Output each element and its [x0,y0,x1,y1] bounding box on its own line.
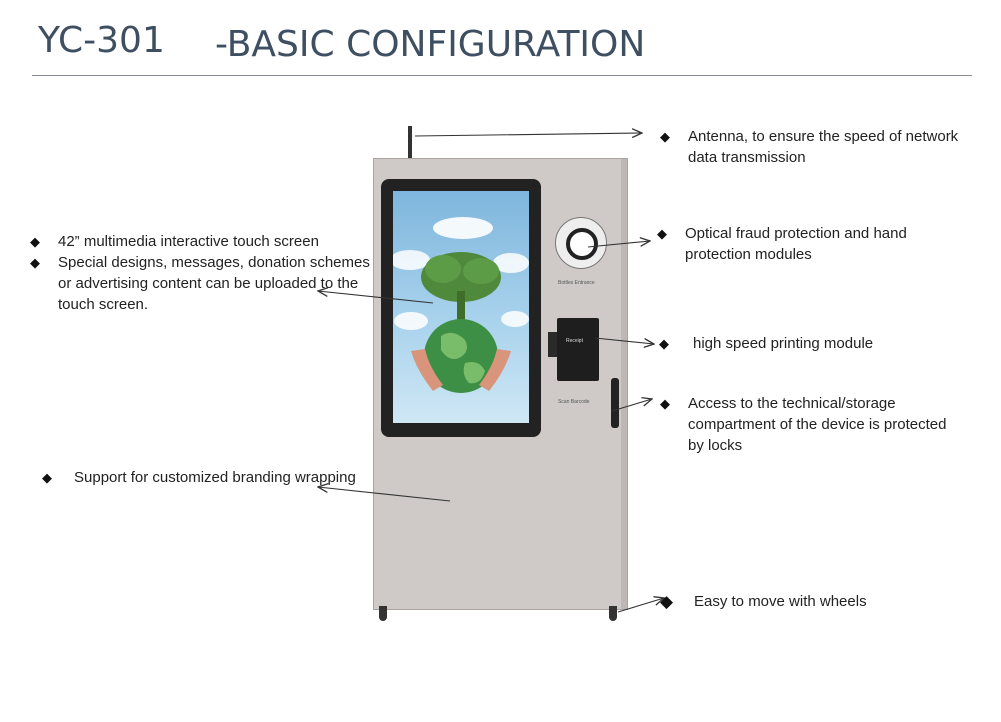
receipt-printer [557,318,599,381]
callout-optical-line1: Optical fraud protection and hand [685,225,907,242]
callout-optical: ◆ Optical fraud protection and hand prot… [657,223,907,265]
callout-antenna-line2: data transmission [688,149,806,166]
callout-access-line3: by locks [688,437,743,454]
arrow-antenna [414,133,642,136]
wheel-right [609,606,617,621]
callout-screen-bullet1: 42” multimedia interactive touch screen [58,233,319,250]
printer-slot [548,332,558,357]
printer-label: Receipt [566,338,583,344]
callout-access: ◆ Access to the technical/storage compar… [660,393,946,456]
callout-wheels: ◆ Easy to move with wheels [660,591,867,612]
callout-printer: ◆ high speed printing module [659,333,873,354]
callout-antenna-line1: Antenna, to ensure the speed of network [688,128,959,145]
model-name: YC-301 [38,20,165,61]
callout-screen-bullet2-line1: Special designs, messages, donation sche… [58,254,370,271]
touch-screen-display [393,191,529,423]
diamond-bullet-icon: ◆ [30,255,40,270]
callout-printer-line1: high speed printing module [693,335,874,352]
callout-optical-line2: protection modules [685,246,812,263]
antenna-illustration [408,126,412,159]
wheel-left [379,606,387,621]
diamond-bullet-icon: ◆ [30,234,40,249]
optical-sensor [555,217,607,269]
callout-screen: ◆ 42” multimedia interactive touch scree… [30,231,370,315]
page-title: -BASIC CONFIGURATION [215,24,646,65]
callout-screen-bullet2-line2: or advertising content can be uploaded t… [58,275,359,292]
scanner-label: Scan Barcode [558,399,590,405]
diamond-bullet-icon: ◆ [660,592,674,611]
sensor-label: Bottles Entrance [558,280,595,286]
title-divider [32,75,972,76]
callout-antenna: ◆ Antenna, to ensure the speed of networ… [660,126,958,168]
callout-wheels-line1: Easy to move with wheels [694,593,867,610]
diamond-bullet-icon: ◆ [660,396,670,411]
callout-branding-line1: Support for customized branding wrapping [74,469,356,486]
callout-screen-bullet2-line3: touch screen. [58,296,149,313]
diamond-bullet-icon: ◆ [42,470,52,485]
callout-access-line2: compartment of the device is protected [688,416,947,433]
diamond-bullet-icon: ◆ [659,336,669,351]
callout-access-line1: Access to the technical/storage [688,395,896,412]
diamond-bullet-icon: ◆ [660,129,670,144]
lock-handle [611,378,619,428]
callout-branding: ◆ Support for customized branding wrappi… [42,467,356,488]
earth-tree-artwork [393,217,529,393]
diamond-bullet-icon: ◆ [657,226,667,241]
